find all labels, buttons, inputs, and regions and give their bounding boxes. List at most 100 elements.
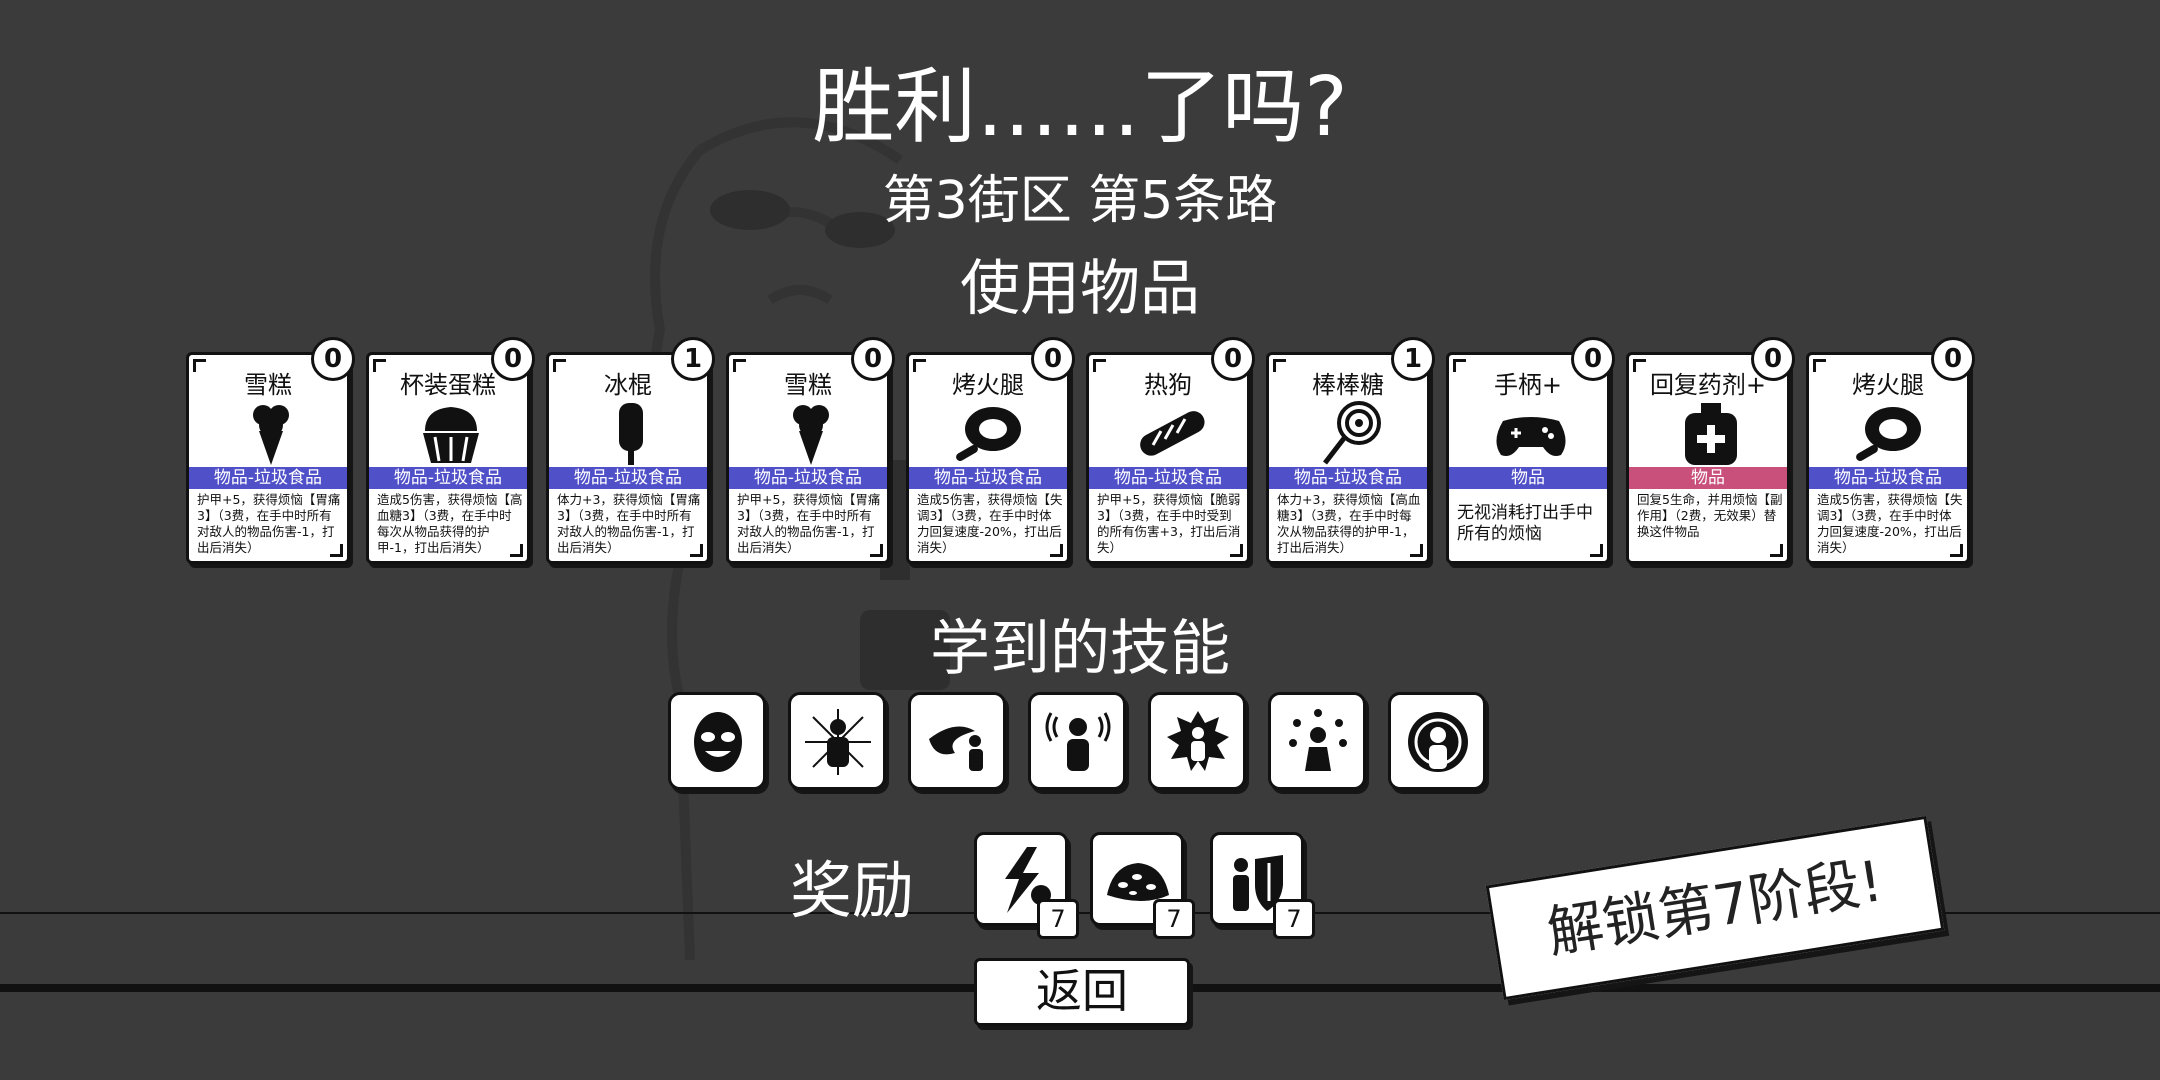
card-description: 护甲+5，获得烦恼【脆弱3】（3费，在手中时受到的所有伤害+3，打出后消失） — [1097, 492, 1241, 555]
card-type: 物品-垃圾食品 — [1809, 467, 1967, 489]
card-type: 物品-垃圾食品 — [1269, 467, 1427, 489]
item-card[interactable]: 0 手柄+ 物品 无视消耗打出手中所有的烦恼 — [1446, 337, 1615, 564]
card-corner — [1050, 544, 1063, 557]
potion-icon — [1685, 403, 1737, 465]
card-corner — [193, 359, 206, 372]
item-card[interactable]: 1 冰棍 物品-垃圾食品 体力+3，获得烦恼【胃痛3】（3费，在手中时所有对敌人… — [546, 337, 715, 564]
item-card[interactable]: 0 杯装蛋糕 物品-垃圾食品 造成5伤害，获得烦恼【高血糖3】（3费，在手中时每… — [366, 337, 535, 564]
card-corner — [1410, 544, 1423, 557]
lollipop-icon — [1323, 401, 1381, 465]
cupcake-icon — [423, 407, 479, 463]
card-corner — [1590, 544, 1603, 557]
card-cost: 1 — [1391, 337, 1435, 381]
ham-icon — [1856, 407, 1921, 461]
item-card[interactable]: 0 烤火腿 物品-垃圾食品 造成5伤害，获得烦恼【失调3】（3费，在手中时体力回… — [1806, 337, 1975, 564]
location-subtitle: 第3街区 第5条路 — [882, 171, 1278, 231]
card-name: 雪糕 — [244, 371, 292, 399]
card-cost: 0 — [1751, 337, 1795, 381]
popsicle-icon — [619, 403, 643, 465]
card-cost: 0 — [1571, 337, 1615, 381]
card-corner — [330, 544, 343, 557]
card-name: 烤火腿 — [1852, 371, 1924, 399]
aura-figure-icon — [1167, 711, 1229, 771]
skill-slot[interactable] — [1148, 692, 1246, 790]
card-type: 物品-垃圾食品 — [909, 467, 1067, 489]
shout-figure-icon — [1045, 712, 1111, 771]
card-corner — [733, 359, 746, 372]
halo-figure-icon — [1408, 712, 1468, 772]
hotdog-icon — [1140, 411, 1205, 456]
card-description: 护甲+5，获得烦恼【胃痛3】（3费，在手中时所有对敌人的物品伤害-1，打出后消失… — [737, 492, 881, 555]
card-description: 造成5伤害，获得烦恼【失调3】（3费，在手中时体力回复速度-20%，打出后消失） — [1817, 492, 1963, 555]
card-description: 造成5伤害，获得烦恼【失调3】（3费，在手中时体力回复速度-20%，打出后消失） — [917, 492, 1063, 555]
card-name: 烤火腿 — [952, 371, 1024, 399]
card-corner — [870, 544, 883, 557]
card-description: 体力+3，获得烦恼【高血糖3】（3费，在手中时每次从物品获得的护甲-1，打出后消… — [1277, 492, 1421, 555]
skill-slot[interactable] — [1388, 692, 1486, 790]
ice-cream-icon — [793, 405, 829, 465]
card-cost: 1 — [671, 337, 715, 381]
card-type: 物品 — [1629, 467, 1787, 489]
reward-label: 奖励 — [790, 854, 915, 927]
card-corner — [1093, 359, 1106, 372]
shield-figure-icon — [1233, 855, 1283, 911]
card-cost: 0 — [851, 337, 895, 381]
card-cost: 0 — [491, 337, 535, 381]
card-corner — [1633, 359, 1646, 372]
learned-skills-heading: 学到的技能 — [930, 614, 1230, 684]
unlock-stage-banner: 解锁第7阶段! — [1485, 815, 1945, 1001]
back-button[interactable]: 返回 — [974, 958, 1190, 1026]
reward-item[interactable]: 7 — [1210, 832, 1315, 939]
reward-count: 7 — [1273, 899, 1315, 939]
juggle-figure-icon — [1289, 709, 1347, 771]
card-type: 物品 — [1449, 467, 1607, 489]
item-card[interactable]: 0 回复药剂+ 物品 回复5生命，并用烦恼【副作用】（2费，无效果）替换这件物品 — [1626, 337, 1795, 564]
used-items-list: 0 雪糕 物品-垃圾食品 护甲+5，获得烦恼【胃痛3】（3费，在手中时所有对敌人… — [186, 337, 1986, 566]
rubble-icon — [1107, 863, 1169, 901]
card-type: 物品-垃圾食品 — [369, 467, 527, 489]
skill-slot[interactable] — [668, 692, 766, 790]
reward-item[interactable]: 7 — [1090, 832, 1195, 939]
card-name: 棒棒糖 — [1312, 371, 1384, 399]
card-name: 冰棍 — [604, 371, 652, 399]
card-corner — [690, 544, 703, 557]
card-corner — [1813, 359, 1826, 372]
card-corner — [373, 359, 386, 372]
ham-icon — [956, 407, 1021, 461]
skill-slot[interactable] — [908, 692, 1006, 790]
skill-slot[interactable] — [788, 692, 886, 790]
card-type: 物品-垃圾食品 — [549, 467, 707, 489]
card-cost: 0 — [1931, 337, 1975, 381]
reward-item[interactable]: 7 — [974, 832, 1079, 939]
card-corner — [1273, 359, 1286, 372]
card-name: 雪糕 — [784, 371, 832, 399]
skill-slot[interactable] — [1268, 692, 1366, 790]
card-type: 物品-垃圾食品 — [189, 467, 347, 489]
ice-cream-icon — [253, 405, 289, 465]
card-type: 物品-垃圾食品 — [1089, 467, 1247, 489]
smile-mask-icon — [694, 712, 742, 772]
card-cost: 0 — [1031, 337, 1075, 381]
skill-slot[interactable] — [1028, 692, 1126, 790]
reward-count: 7 — [1037, 899, 1079, 939]
item-card[interactable]: 0 热狗 物品-垃圾食品 护甲+5，获得烦恼【脆弱3】（3费，在手中时受到的所有… — [1086, 337, 1255, 564]
item-card[interactable]: 0 雪糕 物品-垃圾食品 护甲+5，获得烦恼【胃痛3】（3费，在手中时所有对敌人… — [186, 337, 355, 564]
reward-count: 7 — [1153, 899, 1195, 939]
card-description: 造成5伤害，获得烦恼【高血糖3】（3费，在手中时每次从物品获得的护甲-1，打出后… — [377, 492, 523, 555]
card-description: 体力+3，获得烦恼【胃痛3】（3费，在手中时所有对敌人的物品伤害-1，打出后消失… — [557, 492, 701, 555]
card-name: 热狗 — [1144, 371, 1192, 399]
card-cost: 0 — [311, 337, 355, 381]
victory-title: 胜利……了吗? — [812, 60, 1348, 155]
card-corner — [510, 544, 523, 557]
card-corner — [913, 359, 926, 372]
item-card[interactable]: 0 雪糕 物品-垃圾食品 护甲+5，获得烦恼【胃痛3】（3费，在手中时所有对敌人… — [726, 337, 895, 564]
ground-line — [0, 912, 2160, 914]
card-name: 杯装蛋糕 — [400, 371, 496, 399]
used-items-heading: 使用物品 — [960, 254, 1200, 324]
card-corner — [1453, 359, 1466, 372]
card-description: 回复5生命，并用烦恼【副作用】（2费，无效果）替换这件物品 — [1637, 492, 1783, 539]
card-corner — [1770, 544, 1783, 557]
item-card[interactable]: 1 棒棒糖 物品-垃圾食品 体力+3，获得烦恼【高血糖3】（3费，在手中时每次从… — [1266, 337, 1435, 564]
card-name: 回复药剂+ — [1649, 371, 1767, 399]
item-card[interactable]: 0 烤火腿 物品-垃圾食品 造成5伤害，获得烦恼【失调3】（3费，在手中时体力回… — [906, 337, 1075, 564]
